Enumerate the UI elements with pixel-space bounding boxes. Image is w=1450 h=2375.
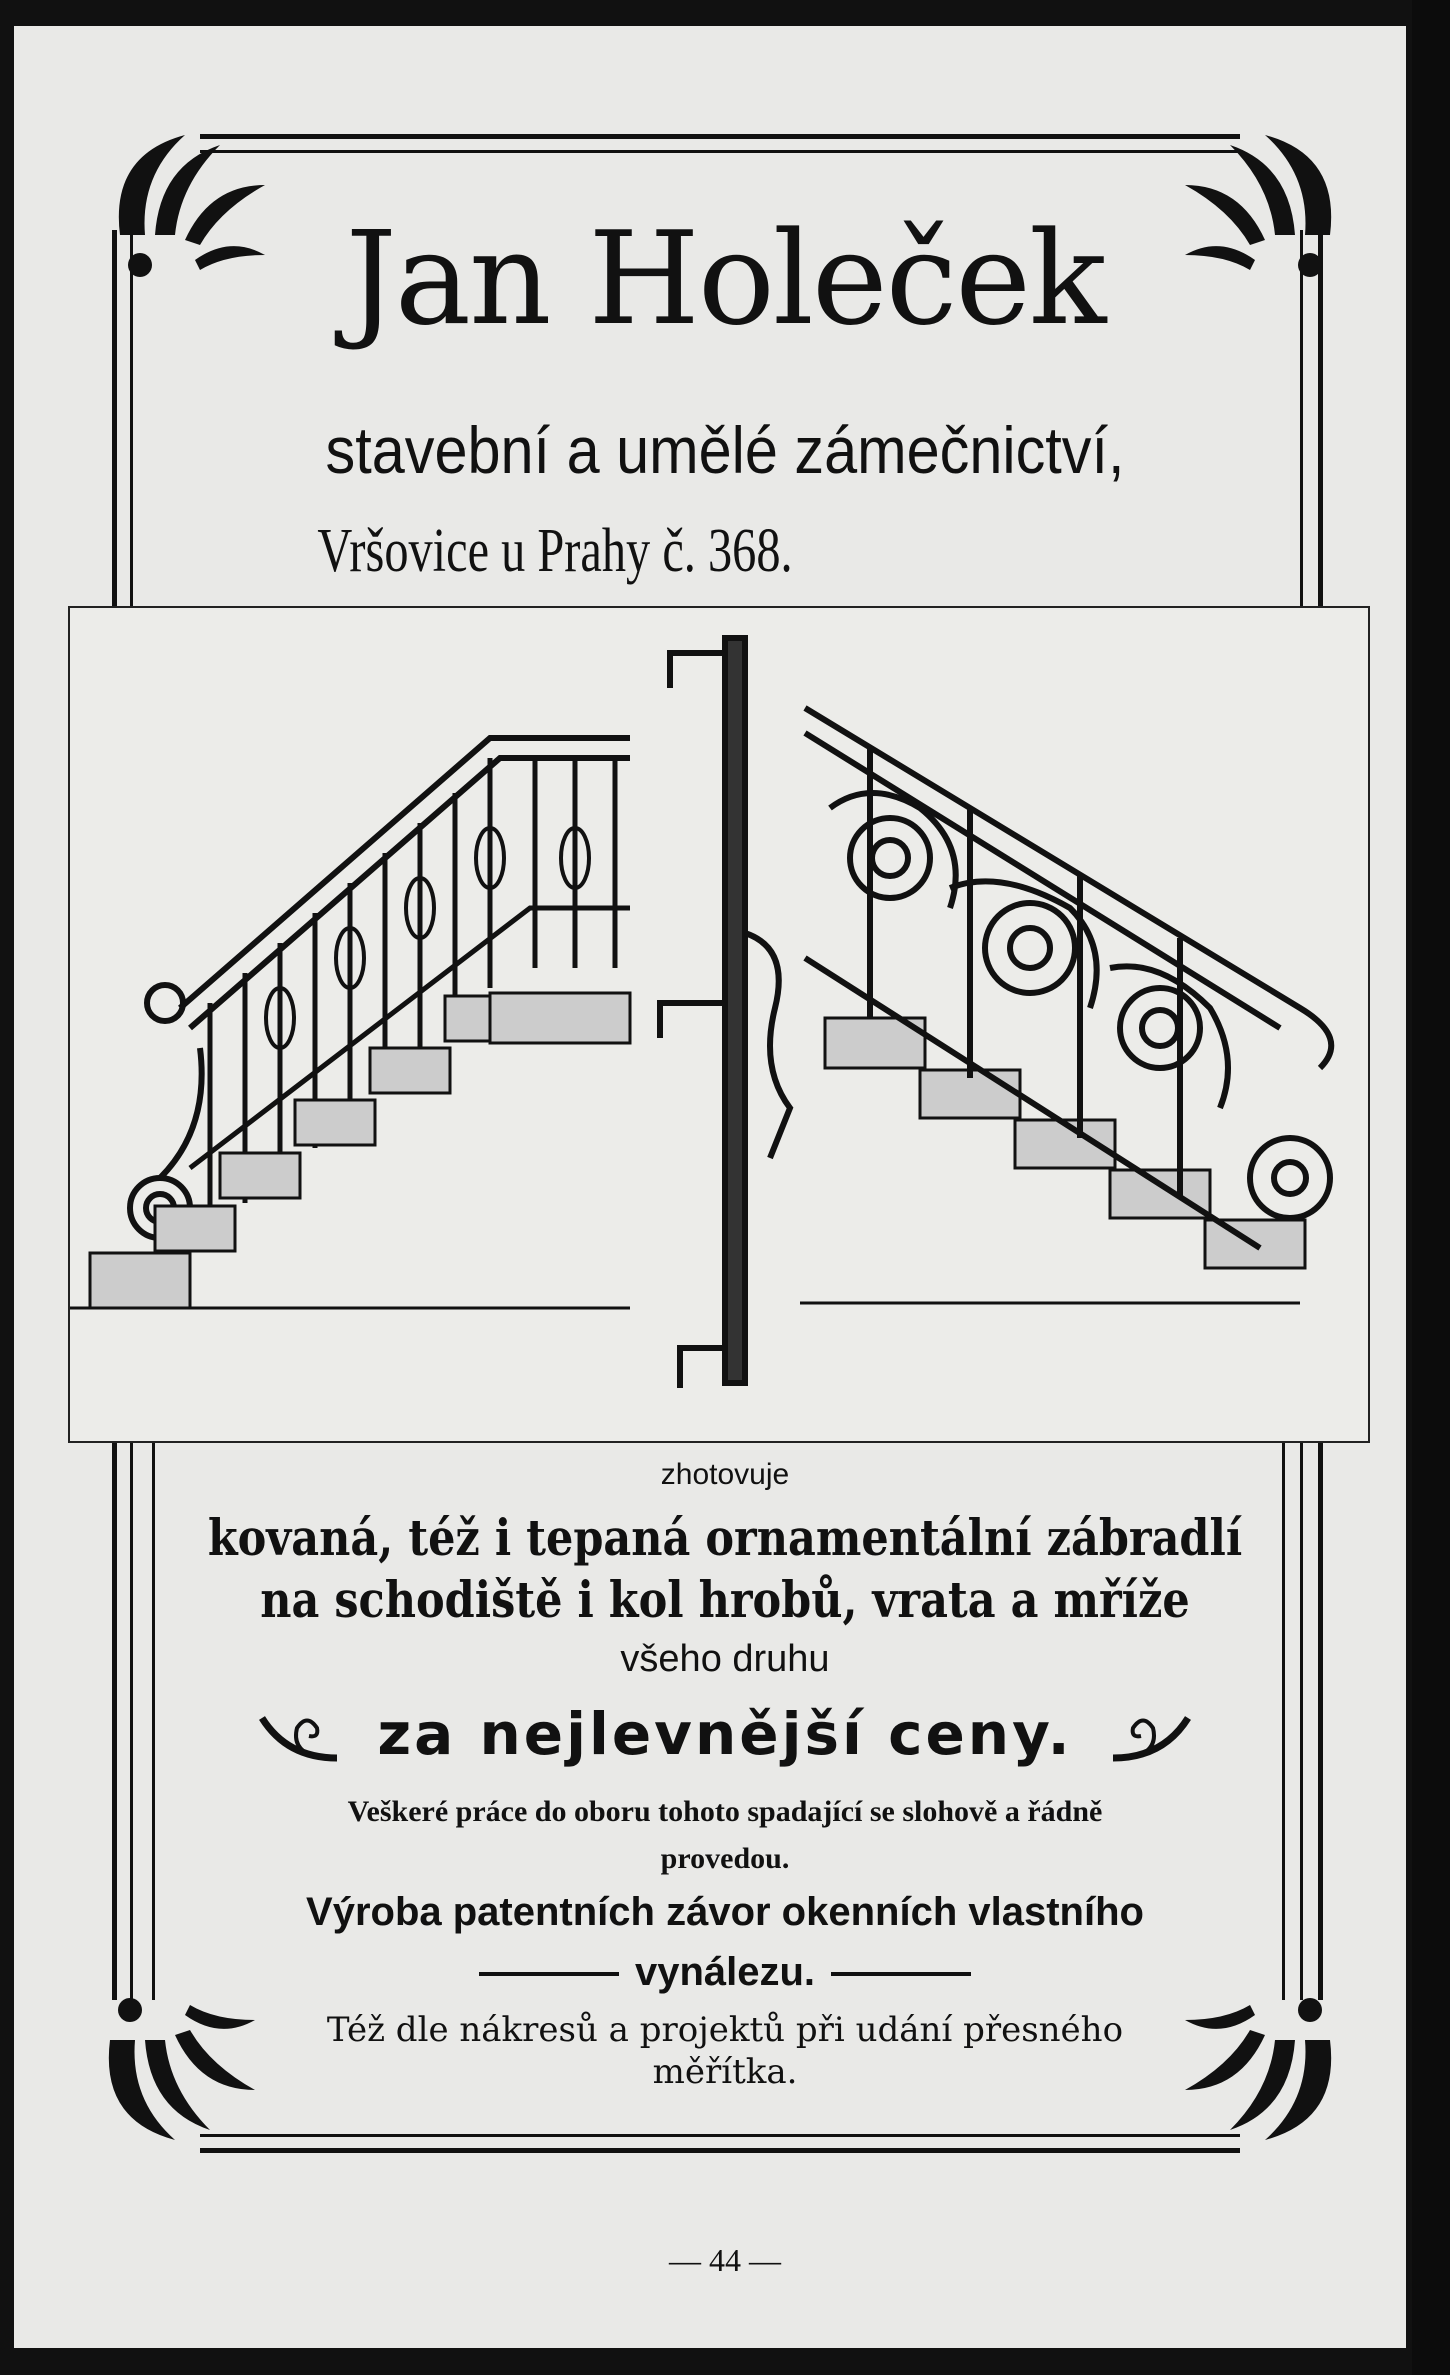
product-line-2: na schodiště i kol hrobů, vrata a mříže [260, 1570, 1190, 1629]
slogan: za nejlevnější ceny. [0, 1700, 1450, 1768]
frame-left-line-lower-inner [130, 1440, 133, 2000]
page-number: — 44 — [669, 2242, 781, 2278]
product-line-1: kovaná, též i tepaná ornamentální zábrad… [207, 1508, 1243, 1567]
palmette-ornament-bottom-left-icon [108, 1998, 255, 2140]
frame-top-line-inner [200, 150, 1240, 153]
railing-drawing [70, 635, 1335, 1388]
frame-top-line [200, 134, 1240, 139]
scan-edge [1412, 0, 1450, 2375]
frame-left-line [112, 230, 117, 610]
frame-right-line-lower-inner [1300, 1440, 1303, 2000]
intro-text: zhotovuje [660, 1458, 790, 1491]
frame-right-line-lower-inner2 [1282, 1440, 1285, 2000]
frame-left-line-lower [112, 1440, 117, 2000]
palmette-ornament-top-right-icon [1185, 135, 1332, 277]
design-note-line-2: měřítka. [652, 2052, 798, 2092]
patent-line-2: vynálezu. [0, 1950, 1450, 1995]
rule-left [478, 1972, 619, 1977]
address: Vršovice u Prahy č. 368. [317, 517, 793, 585]
scroll-flourish-left-icon [259, 1715, 338, 1762]
design-note-line-1: Též dle nákresů a projektů při udání pře… [326, 2010, 1124, 2050]
quality-note-line-2: provedou. [660, 1842, 790, 1875]
company-name: Jan Holeček [345, 205, 1106, 354]
staircase-railing-illustration [68, 606, 1370, 1443]
patent-line-2-text: vynálezu. [634, 1950, 816, 1994]
frame-right-line-inner [1300, 230, 1303, 610]
product-line-3: všeho druhu [620, 1638, 830, 1680]
scroll-flourish-right-icon [1112, 1715, 1191, 1762]
palmette-ornament-bottom-right-icon [1185, 1998, 1332, 2140]
quality-note-line-1: Veškeré práce do oboru tohoto spadající … [347, 1795, 1103, 1828]
frame-bottom-line [200, 2148, 1240, 2153]
frame-bottom-line-inner [200, 2134, 1240, 2137]
trade-subtitle: stavební a umělé zámečnictví, [325, 413, 1125, 487]
rule-right [831, 1972, 972, 1977]
slogan-text: za nejlevnější ceny. [377, 1700, 1073, 1768]
frame-right-line [1318, 230, 1323, 610]
frame-left-line-lower-inner2 [152, 1440, 155, 2000]
frame-left-line-inner [130, 230, 133, 610]
frame-right-line-lower [1318, 1440, 1323, 2000]
patent-line-1: Výroba patentních závor okenních vlastní… [306, 1890, 1144, 1934]
palmette-ornament-top-left-icon [118, 135, 265, 277]
